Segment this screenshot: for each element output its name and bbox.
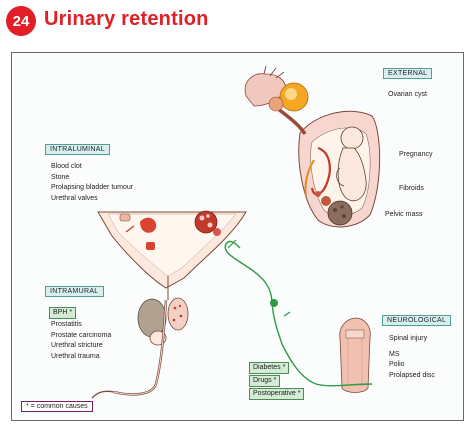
bladder-illustration	[97, 211, 247, 300]
urethra-illustration	[91, 299, 168, 399]
list-item: Urethral valves	[51, 194, 98, 202]
list-item: Spinal injury	[389, 335, 428, 342]
ovarian-cyst-illustration	[268, 82, 309, 112]
stone-illustration	[119, 213, 155, 250]
blood-clot-illustration	[125, 217, 157, 233]
intramural-label: INTRAMURAL	[45, 286, 104, 297]
list-item: Stone	[51, 173, 70, 181]
list-item: Prolapsed disc	[389, 371, 435, 379]
common-causes-key: * = common causes	[21, 401, 93, 412]
pelvic-mass-illustration	[327, 200, 353, 226]
bph-common-cause-box: BPH *	[49, 307, 77, 319]
list-item: Urethral stricture	[51, 342, 103, 350]
intramural-list: Prostatitis Prostate carcinoma Urethral …	[51, 320, 111, 362]
intraluminal-label: INTRALUMINAL	[45, 144, 110, 155]
list-item: Blood clot	[51, 163, 82, 170]
pregnancy-text: Pregnancy	[399, 151, 433, 158]
bladder-tumour-illustration	[194, 210, 221, 236]
chapter-number: 24	[12, 12, 30, 30]
ovarian-cyst-text: Ovarian cyst	[388, 91, 427, 98]
common-cause-postoperative: Postoperative *	[249, 388, 305, 400]
fibroid-illustration	[315, 191, 331, 206]
nerve-pathway	[224, 239, 373, 387]
neurological-list: Spinal injury MS Polio Prolapsed disc	[389, 334, 435, 381]
pelvic-mass-text: Pelvic mass	[385, 211, 423, 218]
external-label: EXTERNAL	[383, 68, 433, 79]
list-item: Urethral trauma	[51, 352, 100, 360]
list-item: Prostate carcinoma	[51, 331, 112, 339]
list-item: Polio	[389, 361, 405, 369]
list-item: Prostatitis	[51, 321, 82, 328]
intraluminal-list: Blood clot Stone Prolapsing bladder tumo…	[51, 162, 133, 204]
chapter-number-badge: 24	[6, 6, 36, 36]
page-title: Urinary retention	[44, 8, 209, 30]
fibroids-text: Fibroids	[399, 185, 424, 192]
list-item: MS	[389, 350, 400, 358]
neurological-label: NEUROLOGICAL	[382, 315, 452, 326]
common-cause-diabetes: Diabetes *	[249, 362, 290, 374]
fetus-illustration	[336, 126, 367, 202]
common-cause-drugs: Drugs *	[249, 375, 281, 387]
diagram-frame	[11, 52, 464, 421]
prostate-illustration	[137, 297, 189, 346]
list-item: Prolapsing bladder tumour	[51, 184, 134, 192]
spinal-cord-illustration	[339, 317, 371, 393]
